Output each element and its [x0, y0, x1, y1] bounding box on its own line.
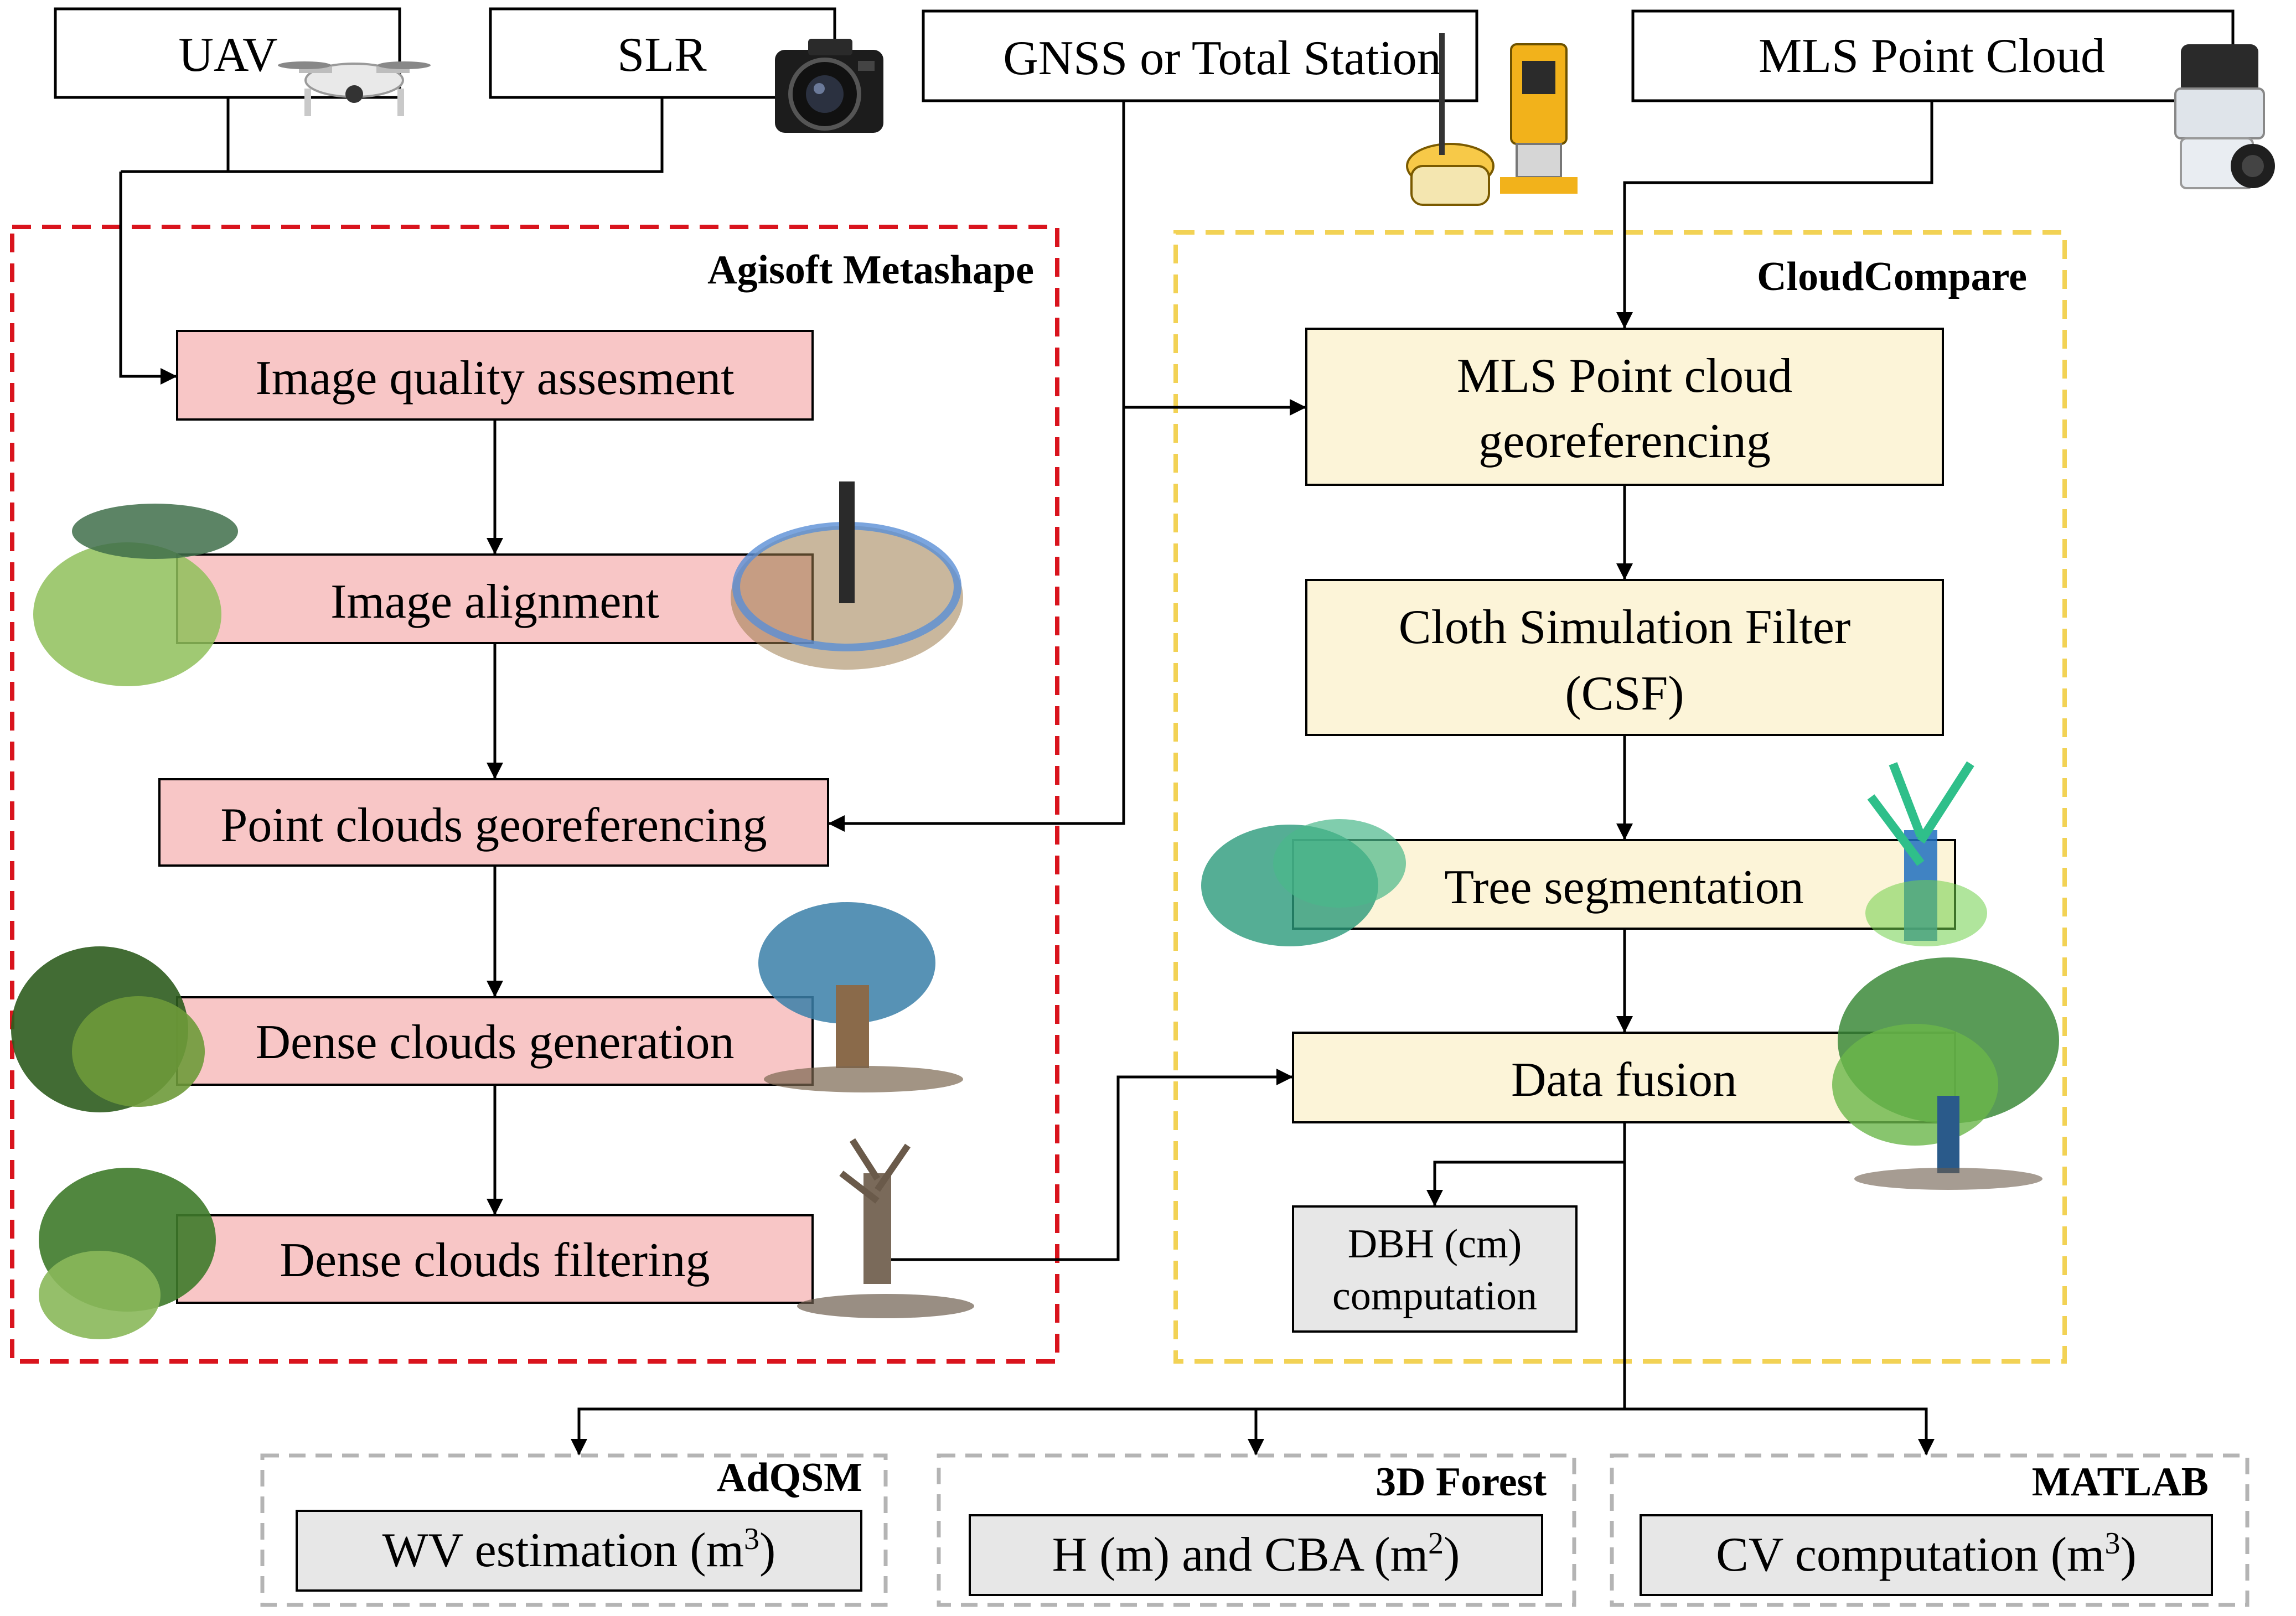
drone-icon [278, 61, 431, 116]
forest3d-output-label: H (m) and CBA (m2) [1052, 1526, 1460, 1582]
segmented-tree-image [1201, 761, 1987, 946]
forest3d-group-border [937, 1453, 1576, 1607]
matlab-output-label: CV computation (m3) [1716, 1526, 2137, 1582]
cc-georef-line-1: MLS Point cloud [1457, 349, 1792, 403]
matlab-group-border [1610, 1453, 2250, 1607]
source-gnss-label: GNSS or Total Station [1003, 32, 1441, 85]
agisoft-group-border [10, 225, 1059, 1364]
forest3d-output-box: H (m) and CBA (m2) [969, 1514, 1543, 1596]
agisoft-group-title: Agisoft Metashape [707, 247, 1034, 293]
cc-csf-box: Cloth Simulation Filter (CSF) [1305, 579, 1944, 736]
agisoft-step-5-label: Dense clouds filtering [280, 1234, 710, 1287]
cc-dbh-box: DBH (cm) computation [1292, 1205, 1578, 1333]
camera-icon [775, 39, 883, 133]
tree-point-cloud-image [11, 481, 974, 1339]
agisoft-step-3-label: Point clouds georeferencing [220, 799, 767, 852]
cloudcompare-group-border [1173, 230, 2067, 1364]
source-slr-label: SLR [617, 28, 707, 82]
agisoft-step-4: Dense clouds generation [176, 996, 814, 1086]
agisoft-step-2-label: Image alignment [330, 575, 659, 629]
adqsm-output-label: WV estimation (m3) [382, 1522, 776, 1577]
agisoft-step-2: Image alignment [176, 553, 814, 644]
agisoft-step-1: Image quality assesment [176, 330, 814, 421]
adqsm-group-title: AdQSM [717, 1455, 862, 1500]
adqsm-group-border [260, 1453, 888, 1607]
forest3d-group-title: 3D Forest [1375, 1459, 1547, 1505]
agisoft-step-5: Dense clouds filtering [176, 1214, 814, 1304]
cc-csf-line-2: (CSF) [1565, 667, 1684, 721]
total-station-icon [1406, 33, 1578, 206]
agisoft-step-1-label: Image quality assesment [255, 351, 734, 405]
adqsm-output-box: WV estimation (m3) [296, 1510, 862, 1592]
connectors [119, 97, 1935, 1456]
matlab-group-title: MATLAB [2032, 1459, 2209, 1505]
agisoft-step-3: Point clouds georeferencing [158, 778, 829, 867]
cc-fusion-label: Data fusion [1511, 1053, 1737, 1107]
cc-dbh-line-1: DBH (cm) [1348, 1221, 1522, 1267]
cc-segmentation-label: Tree segmentation [1444, 861, 1803, 914]
cc-georef-box: MLS Point cloud georeferencing [1305, 328, 1944, 486]
source-mls: MLS Point Cloud [1631, 9, 2235, 102]
source-gnss: GNSS or Total Station [922, 9, 1478, 102]
agisoft-step-4-label: Dense clouds generation [255, 1016, 734, 1069]
fused-tree-image [1832, 957, 2059, 1190]
cloudcompare-group-title: CloudCompare [1757, 254, 2027, 299]
source-uav-label: UAV [178, 28, 277, 82]
source-mls-label: MLS Point Cloud [1759, 29, 2105, 83]
matlab-output-box: CV computation (m3) [1640, 1514, 2213, 1596]
cc-georef-line-2: georeferencing [1478, 415, 1771, 468]
cc-dbh-line-2: computation [1332, 1273, 1537, 1319]
lidar-scanner-icon [2174, 44, 2275, 189]
cc-csf-line-1: Cloth Simulation Filter [1399, 600, 1851, 654]
